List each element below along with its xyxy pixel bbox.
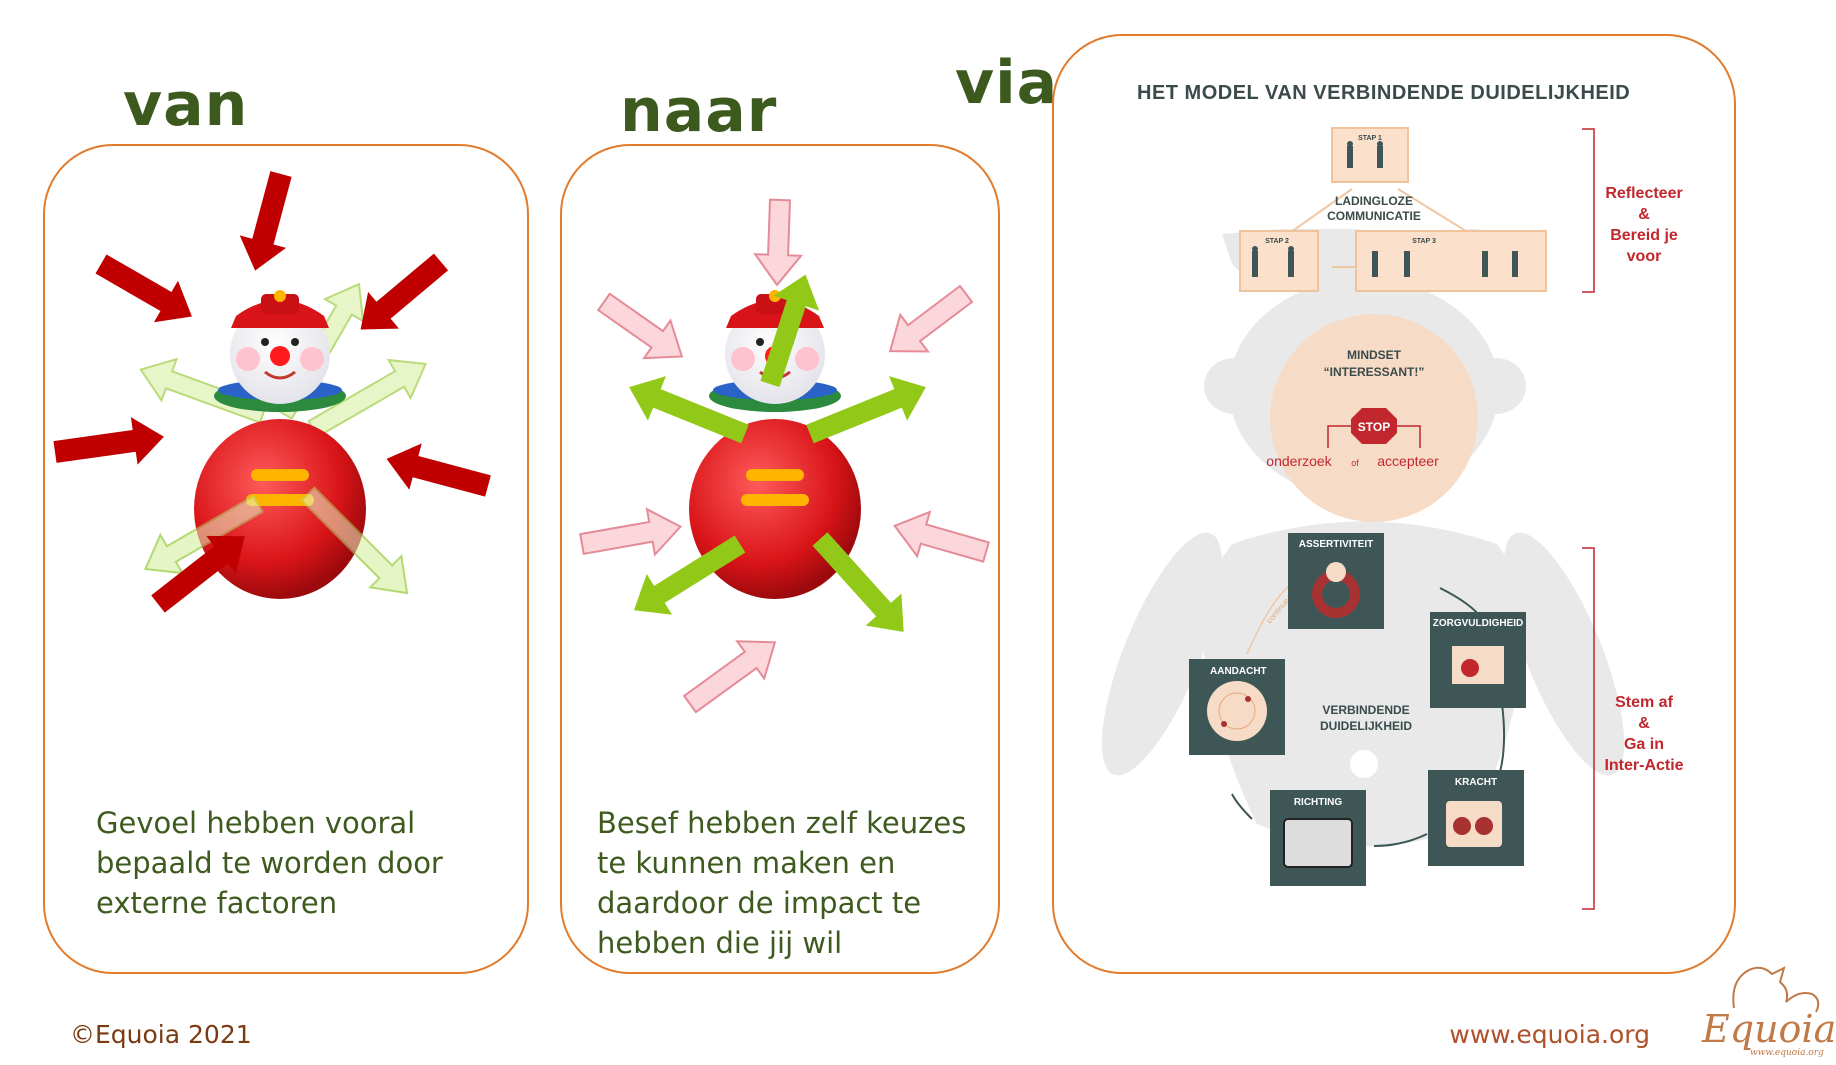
side-top-line-2: &: [1638, 206, 1650, 223]
figure-dot: [1350, 750, 1378, 778]
logo-wordmark: Equoia: [1701, 1007, 1834, 1051]
card-kracht: KRACHT: [1428, 770, 1524, 866]
side-top-line-3: Bereid je: [1610, 227, 1678, 244]
model-diagram: STAP 1 STAP 2 STAP 3 LADINGLOZE COMMUNIC…: [1101, 127, 1625, 910]
equoia-logo: Equoia www.equoia.org: [1701, 966, 1834, 1058]
steps-center-line-1: LADINGLOZE: [1335, 194, 1413, 208]
heading-naar: naar: [620, 76, 778, 146]
side-label-top: Reflecteer & Bereid je voor: [1584, 183, 1704, 267]
horse-head-icon: [1732, 966, 1789, 1009]
caption-naar-line-2: te kunnen maken en: [597, 846, 896, 880]
bracket-bottom: [1582, 547, 1595, 910]
caption-van-line-2: bepaald te worden door: [96, 846, 443, 880]
mindset-section: MINDSET “INTERESSANT!” STOP onderzoek of…: [1266, 314, 1478, 522]
caption-naar-line-1: Besef hebben zelf keuzes: [597, 806, 967, 840]
cycle-ring: [1231, 587, 1506, 847]
side-bottom-line-3: Ga in: [1623, 736, 1664, 753]
caption-naar-line-4: hebben die jij wil: [597, 926, 843, 960]
caption-van-line-3: externe factoren: [96, 886, 338, 920]
card-assertiviteit: ASSERTIVITEIT: [1288, 533, 1384, 629]
caption-naar: Besef hebben zelf keuzes te kunnen maken…: [597, 803, 966, 963]
side-bottom-line-2: &: [1638, 715, 1650, 732]
step-2-label: STAP 2: [1265, 238, 1289, 245]
card-aandacht: AANDACHT: [1189, 659, 1285, 755]
inward-arrows-faded: [579, 198, 990, 714]
side-bottom-line-4: Inter-Actie: [1604, 757, 1684, 774]
website-link[interactable]: www.equoia.org: [1449, 1020, 1650, 1049]
tumbler-illustration-naar: [579, 198, 990, 714]
card-zorgvuldigheid: ZORGVULDIGHEID: [1430, 612, 1526, 708]
outward-arrows: [629, 274, 926, 632]
card-richting: RICHTING: [1270, 790, 1366, 886]
svg-text:ASSERTIVITEIT: ASSERTIVITEIT: [1299, 539, 1373, 550]
side-top-line-4: voor: [1626, 248, 1662, 265]
mindset-line-1: MINDSET: [1347, 348, 1402, 362]
copyright-text: ©Equoia 2021: [70, 1020, 252, 1049]
of-label: of: [1351, 458, 1359, 468]
svg-text:KRACHT: KRACHT: [1455, 777, 1497, 788]
inward-arrows: [53, 171, 491, 613]
onderzoek-label: onderzoek: [1266, 453, 1332, 469]
stop-label: STOP: [1358, 420, 1390, 434]
step-1-label: STAP 1: [1358, 135, 1382, 142]
stop-sign-icon: [1351, 408, 1397, 444]
side-top-line-1: Reflecteer: [1605, 185, 1683, 202]
heading-via: via: [955, 48, 1059, 118]
side-bottom-line-1: Stem af: [1615, 694, 1673, 711]
svg-text:AANDACHT: AANDACHT: [1210, 666, 1267, 677]
tumbler-illustration-van: [53, 171, 491, 613]
caption-van: Gevoel hebben vooral bepaald te worden d…: [96, 803, 443, 923]
svg-text:RICHTING: RICHTING: [1294, 797, 1343, 808]
caption-naar-line-3: daardoor de impact te: [597, 886, 922, 920]
model-title: HET MODEL VAN VERBINDENDE DUIDELIJKHEID: [1137, 82, 1631, 104]
bracket-top: [1582, 128, 1595, 293]
caption-van-line-1: Gevoel hebben vooral: [96, 806, 416, 840]
side-label-bottom: Stem af & Ga in Inter-Actie: [1584, 692, 1704, 776]
step-3-label: STAP 3: [1412, 238, 1436, 245]
cycle-center-line-1: VERBINDENDE: [1322, 703, 1409, 717]
steps-section: STAP 1 STAP 2 STAP 3 LADINGLOZE COMMUNIC…: [1239, 127, 1547, 292]
steps-center-line-2: COMMUNICATIE: [1327, 209, 1421, 223]
heading-van: van: [123, 70, 249, 140]
cycle-center-line-2: DUIDELIJKHEID: [1320, 719, 1412, 733]
accepteer-label: accepteer: [1377, 453, 1439, 469]
svg-text:ZORGVULDIGHEID: ZORGVULDIGHEID: [1433, 618, 1524, 629]
mindset-line-2: “INTERESSANT!”: [1324, 365, 1425, 379]
logo-small-text: www.equoia.org: [1750, 1048, 1824, 1058]
step-1-card: [1331, 127, 1409, 183]
